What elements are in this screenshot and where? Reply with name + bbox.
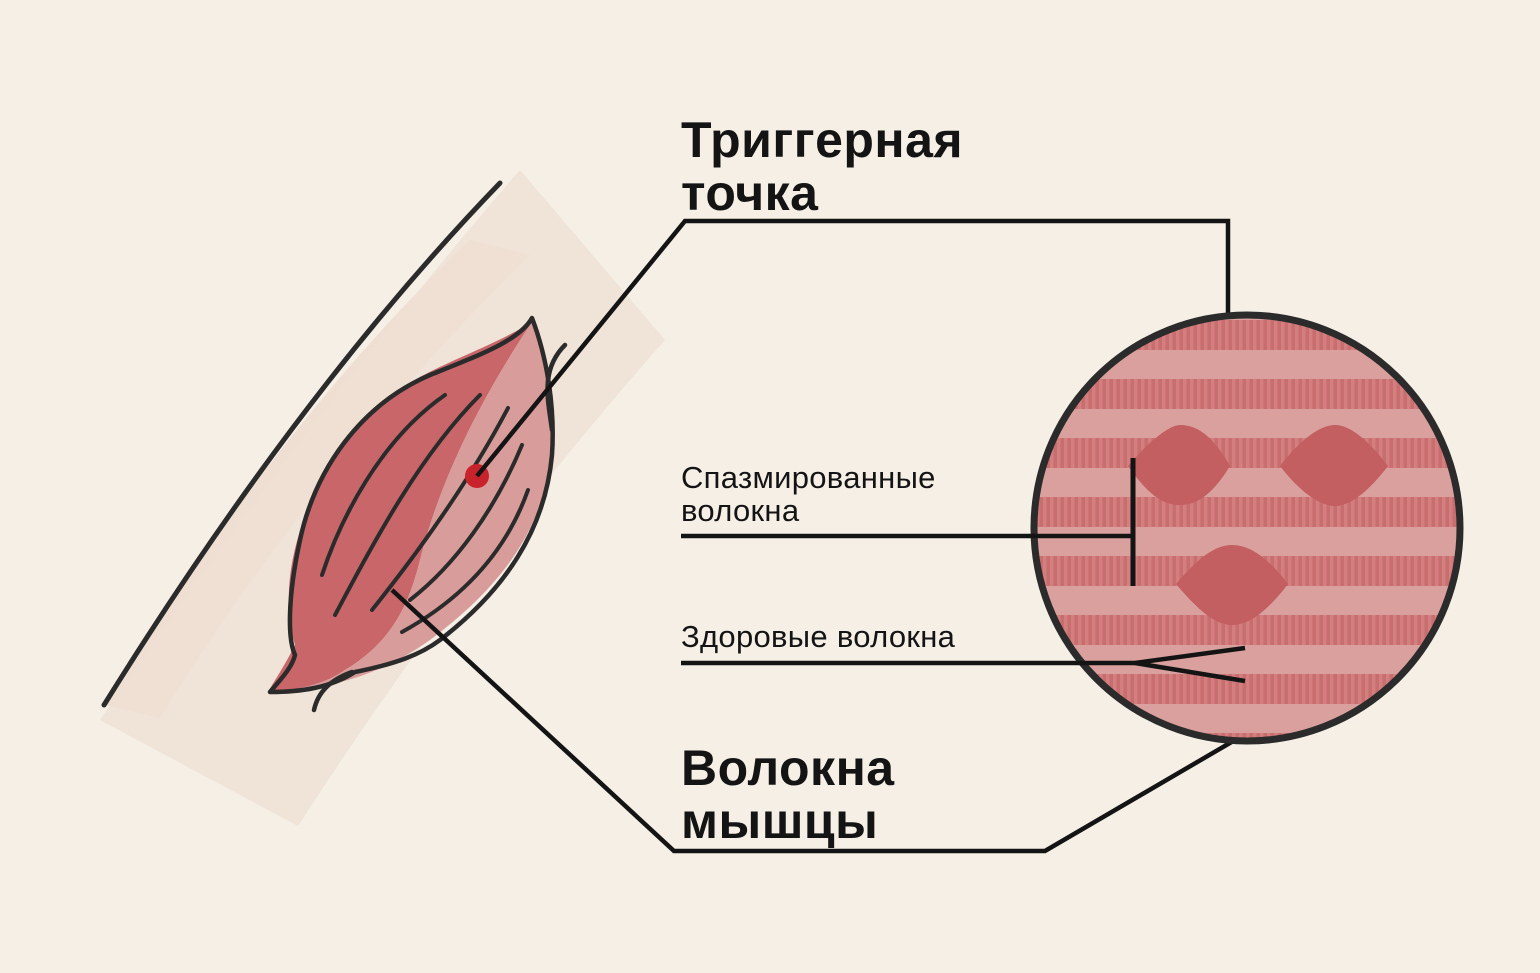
trigger-point-label-line2: точка — [681, 165, 819, 221]
healthy-fibers-label: Здоровые волокна — [681, 619, 956, 654]
muscle-fibers-label-line2: мышцы — [681, 793, 879, 849]
healthy-fork — [1134, 645, 1246, 684]
trigger-point-label-line1: Триггерная — [681, 112, 964, 168]
spasmed-fibers-label-line1: Спазмированные — [681, 460, 936, 495]
fiber-stripe-band — [1034, 438, 1460, 468]
spasm-knot — [1176, 545, 1288, 625]
muscle-belly — [267, 315, 568, 713]
spasmed-fibers-label: Спазмированные волокна — [681, 461, 936, 527]
muscle-fibers-label-line1: Волокна — [681, 740, 895, 796]
spasm-knot — [1128, 425, 1230, 505]
muscle-light-half — [268, 322, 553, 692]
fiber-stripe-band — [1034, 320, 1460, 350]
muscle-outline — [267, 315, 555, 695]
fiber-stripe-band — [1034, 379, 1460, 409]
muscle-dark-half — [268, 322, 532, 692]
spasm-knot — [1280, 425, 1388, 506]
fibers-leader-line — [390, 588, 1338, 854]
fiber-stripe-band — [1034, 497, 1460, 527]
trigger-leader-line — [475, 218, 1231, 478]
skin-line — [101, 180, 503, 708]
spasmed-fibers-label-line2: волокна — [681, 493, 800, 528]
magnified-circle-outline — [1030, 311, 1464, 745]
fiber-stripe-band — [1034, 733, 1460, 741]
trigger-point-label: Триггерная точка — [681, 114, 963, 220]
muscle-fibers-label: Волокна мышцы — [681, 742, 895, 848]
